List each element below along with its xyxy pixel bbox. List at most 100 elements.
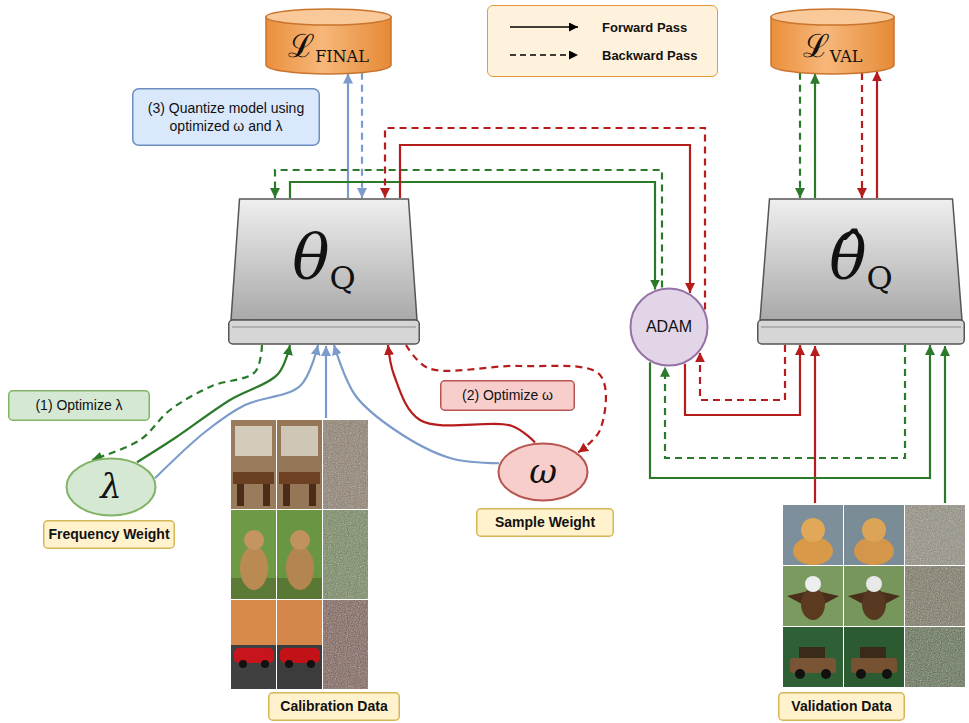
connector: [347, 74, 349, 198]
calibration-image: [231, 420, 276, 509]
image-wheel: [882, 669, 892, 679]
box-outline: [477, 508, 614, 536]
text-group: θQ: [292, 221, 356, 297]
calibration-image: [231, 600, 276, 689]
text-group: ADAM: [646, 318, 692, 336]
image-noise: [323, 420, 368, 509]
image-ground: [277, 420, 322, 509]
subscript-label: FINAL: [315, 47, 369, 66]
node-label: θ̂: [829, 220, 866, 293]
caption-tag: Sample Weight: [476, 508, 614, 537]
legend-line: [510, 26, 578, 28]
connector: [685, 345, 800, 415]
loss-cylinder: ℒVAL: [770, 8, 895, 74]
node-label: θ: [292, 220, 329, 293]
validation-image: [844, 627, 904, 687]
image-wheel: [821, 669, 831, 679]
node-label: Frequency Weight: [48, 526, 169, 542]
connector: [400, 145, 690, 293]
node-label: ℒ: [288, 27, 315, 65]
cylinder-top: [266, 9, 391, 25]
model-base-edge: [232, 327, 416, 328]
calibration-image: [277, 510, 322, 599]
image-noise: [905, 627, 965, 687]
validation-image-noisy: [905, 627, 965, 687]
node-label: (2) Optimize ω: [462, 387, 553, 403]
parameter-ellipse: ω: [497, 442, 589, 502]
image-ground: [783, 505, 843, 565]
image-ground: [905, 566, 965, 626]
data-feed-line: [325, 346, 327, 418]
validation-images: [783, 505, 965, 687]
quantized-model: θQ: [228, 198, 420, 345]
image-ground: [323, 420, 368, 509]
image-wheel: [307, 660, 315, 668]
legend-box: Forward PassBackward Pass: [487, 5, 718, 77]
node-label: Sample Weight: [495, 514, 595, 530]
image-chair: [309, 484, 316, 506]
connector: [665, 345, 905, 458]
caption-tag: Validation Data: [778, 692, 905, 721]
subscript-label: VAL: [830, 47, 863, 66]
image-wheel: [795, 669, 805, 679]
text-group: ω: [529, 452, 557, 491]
ellipse-outline: [67, 459, 156, 516]
calibration-image: [277, 600, 322, 689]
step-label: (2) Optimize ω: [440, 380, 575, 411]
connector: [650, 345, 930, 478]
ellipse-outline: [499, 444, 588, 501]
node-label: Calibration Data: [280, 698, 387, 714]
node-label: Validation Data: [791, 698, 891, 714]
legend-row: Backward Pass: [508, 47, 697, 63]
image-ground: [231, 420, 276, 509]
image-noise: [323, 600, 368, 689]
box-outline: [44, 520, 175, 548]
box-outline: [9, 390, 150, 420]
step-label: (3) Quantize model using optimized ω and…: [132, 88, 320, 146]
step-label-outline: [132, 88, 320, 146]
validation-image: [844, 505, 904, 565]
node-label: ℒ: [803, 27, 830, 65]
image-wheel: [261, 660, 269, 668]
calibration-image-noisy: [323, 420, 368, 509]
node-label: λ: [100, 466, 122, 506]
calibration-images: [231, 420, 368, 689]
image-noise: [323, 510, 368, 599]
image-car: [280, 648, 320, 663]
caption-tag: Frequency Weight: [43, 520, 175, 549]
calibration-image: [231, 510, 276, 599]
image-cat-head: [290, 530, 310, 550]
node-label: (3) Quantize model using optimized ω and…: [148, 100, 304, 134]
image-road: [277, 645, 322, 689]
image-sky: [231, 600, 276, 645]
subscript-label: Q: [330, 259, 356, 297]
image-ground: [844, 566, 904, 626]
image-dog-head: [801, 518, 825, 542]
validation-image: [783, 566, 843, 626]
image-noise: [905, 566, 965, 626]
image-ground: [905, 505, 965, 565]
image-cat: [240, 546, 268, 590]
box-outline: [441, 380, 575, 410]
box-outline: [133, 89, 320, 146]
image-forest: [844, 627, 904, 687]
ellipse-outline: [631, 289, 708, 366]
image-ground: [905, 627, 965, 687]
text-group: (3) Quantize model using optimized ω and…: [140, 99, 312, 136]
image-noise: [905, 505, 965, 565]
calibration-image: [277, 420, 322, 509]
image-sky: [277, 600, 322, 645]
data-feed-line: [944, 346, 946, 503]
validation-image: [783, 505, 843, 565]
image-cat: [286, 546, 314, 590]
text-group: (1) Optimize λ: [35, 396, 122, 414]
image-car: [234, 648, 274, 663]
connector: [876, 71, 878, 198]
image-road: [231, 645, 276, 689]
connector: [406, 345, 606, 453]
image-chair: [237, 484, 244, 506]
text-group: Calibration Data: [280, 697, 387, 715]
image-forest: [783, 627, 843, 687]
